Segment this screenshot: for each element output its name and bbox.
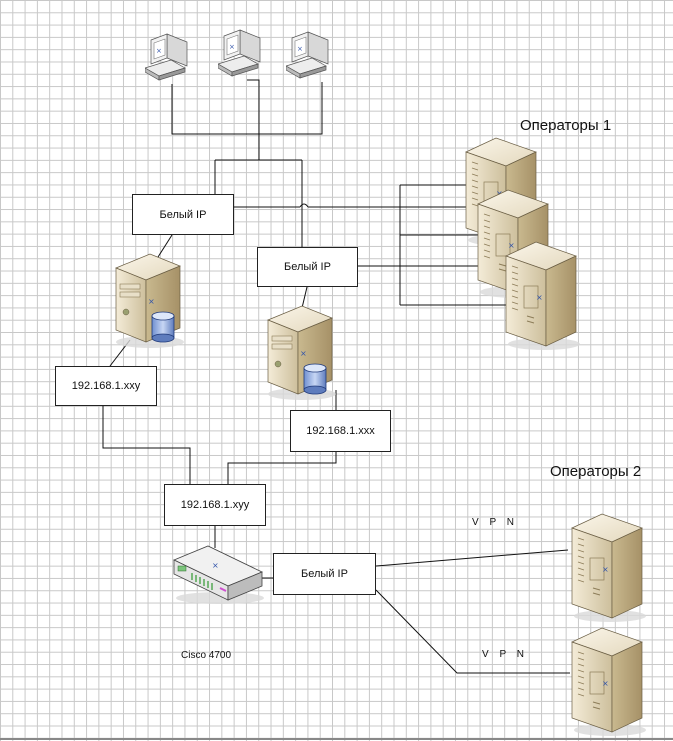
link-wip1-server1 [157,234,173,258]
link-wip3-ops2-1 [375,549,569,567]
link-pc3 [259,82,323,135]
database-server-1-icon [115,253,185,349]
link-ipxxx-ipxyy [227,452,337,484]
svg-text:×: × [212,561,219,570]
operators2-server-1-icon [571,513,647,623]
link-wip1-ops1-hop [299,203,309,208]
link-pc2 [247,79,260,160]
workstation-1-icon [145,33,188,81]
local-ip-box-xyy: 192.168.1.xyy [164,484,266,526]
operators1-server-3-icon [505,241,581,351]
local-ip-box-xxx: 192.168.1.xxx [290,410,391,452]
white-ip-box-2: Белый IP [257,247,358,287]
link-wip3-ops2-2 [375,589,570,674]
link-ipxxy-ipxyy [102,406,191,484]
operators2-server-2-icon [571,627,647,737]
workstation-2-icon [218,29,261,77]
operators-1-label: Операторы 1 [520,117,612,134]
router-label: Cisco 4700 [181,650,232,661]
operators-2-label: Операторы 2 [550,463,642,480]
link-pc1 [171,84,259,135]
database-server-2-icon [267,305,337,401]
white-ip-box-1: Белый IP [132,194,234,235]
link-wip2-server2 [301,286,308,309]
workstation-3-icon [286,31,329,79]
router-icon: × [173,545,264,604]
white-ip-box-3: Белый IP [273,553,376,595]
local-ip-box-xxy: 192.168.1.xxy [55,366,157,406]
vpn-label-2: V P N [482,649,528,660]
vpn-label-1: V P N [472,517,518,528]
